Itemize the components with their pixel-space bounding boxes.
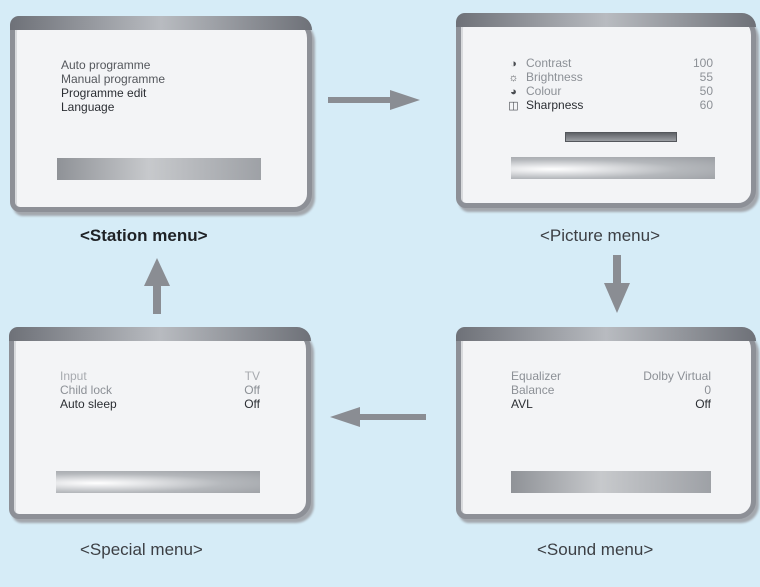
picture-item[interactable]: ◫ Sharpness 60 xyxy=(507,98,713,112)
picture-item-label: Colour xyxy=(526,84,562,98)
station-highlight-bar xyxy=(57,158,261,180)
station-item-label: Programme edit xyxy=(61,86,147,100)
special-item-value: Off xyxy=(244,397,260,411)
station-item[interactable]: Programme edit xyxy=(61,86,261,100)
picture-item[interactable]: ◑ Contrast 100 xyxy=(507,56,713,70)
special-item-value: TV xyxy=(244,369,260,383)
right-arrow-icon xyxy=(328,90,420,110)
picture-highlight-bar xyxy=(511,157,715,179)
brightness-icon: ☼ xyxy=(508,72,519,84)
colour-icon: ◕ xyxy=(510,86,517,98)
down-arrow-icon xyxy=(604,255,630,313)
station-menu-items: Auto programme Manual programme Programm… xyxy=(61,58,261,114)
sound-item-value: 0 xyxy=(704,383,711,397)
left-arrow-icon xyxy=(330,407,426,427)
picture-item-label: Contrast xyxy=(526,56,572,70)
special-item-label: Auto sleep xyxy=(60,397,117,411)
special-menu-caption: <Special menu> xyxy=(80,540,203,559)
picture-item-value: 50 xyxy=(699,84,713,98)
sound-item[interactable]: Balance 0 xyxy=(511,383,711,397)
sound-menu-panel: Equalizer Dolby Virtual Balance 0 AVL Of… xyxy=(456,327,756,519)
station-item-label: Language xyxy=(61,100,115,114)
special-highlight-bar xyxy=(56,471,260,493)
picture-menu-caption: <Picture menu> xyxy=(540,226,661,245)
picture-item-label: Brightness xyxy=(526,70,583,84)
picture-menu-panel: ◑Contrast 100 ☼Brightness 55 ◕Colour 50 … xyxy=(456,13,756,208)
sound-item[interactable]: Equalizer Dolby Virtual xyxy=(511,369,711,383)
special-item[interactable]: Input TV xyxy=(60,369,260,383)
picture-item-value: 100 xyxy=(692,56,713,70)
sound-item-value: Off xyxy=(695,397,711,411)
special-item[interactable]: Auto sleep Off xyxy=(60,397,260,411)
sound-menu-caption: <Sound menu> xyxy=(537,540,654,559)
sharpness-icon: ◫ xyxy=(508,100,519,112)
picture-menu-items: ◑Contrast 100 ☼Brightness 55 ◕Colour 50 … xyxy=(507,56,713,112)
sound-item-value: Dolby Virtual xyxy=(643,369,711,383)
picture-level-slider[interactable] xyxy=(565,132,677,142)
picture-item[interactable]: ◕ Colour 50 xyxy=(507,84,713,98)
special-item-label: Input xyxy=(60,369,87,383)
sound-highlight-bar xyxy=(511,471,711,493)
special-menu-panel: Input TV Child lock Off Auto sleep Off xyxy=(9,327,311,519)
picture-item-value: 60 xyxy=(699,98,713,112)
picture-item-value: 55 xyxy=(699,70,713,84)
station-item[interactable]: Manual programme xyxy=(61,72,261,86)
station-item[interactable]: Language xyxy=(61,100,261,114)
station-item[interactable]: Auto programme xyxy=(61,58,261,72)
up-arrow-icon xyxy=(144,258,170,314)
sound-item-label: Equalizer xyxy=(511,369,562,383)
picture-item[interactable]: ☼ Brightness 55 xyxy=(507,70,713,84)
special-item[interactable]: Child lock Off xyxy=(60,383,260,397)
station-menu-caption: <Station menu> xyxy=(80,226,208,245)
sound-item-label: AVL xyxy=(511,397,533,411)
sound-item[interactable]: AVL Off xyxy=(511,397,711,411)
picture-item-label: Sharpness xyxy=(526,98,584,112)
sound-menu-items: Equalizer Dolby Virtual Balance 0 AVL Of… xyxy=(511,369,711,411)
contrast-icon: ◑ xyxy=(510,58,517,70)
station-menu-panel: Auto programme Manual programme Programm… xyxy=(10,16,312,212)
station-item-label: Auto programme xyxy=(61,58,151,72)
special-item-value: Off xyxy=(244,383,260,397)
special-item-label: Child lock xyxy=(60,383,113,397)
sound-item-label: Balance xyxy=(511,383,555,397)
special-menu-items: Input TV Child lock Off Auto sleep Off xyxy=(60,369,260,411)
station-item-label: Manual programme xyxy=(61,72,166,86)
